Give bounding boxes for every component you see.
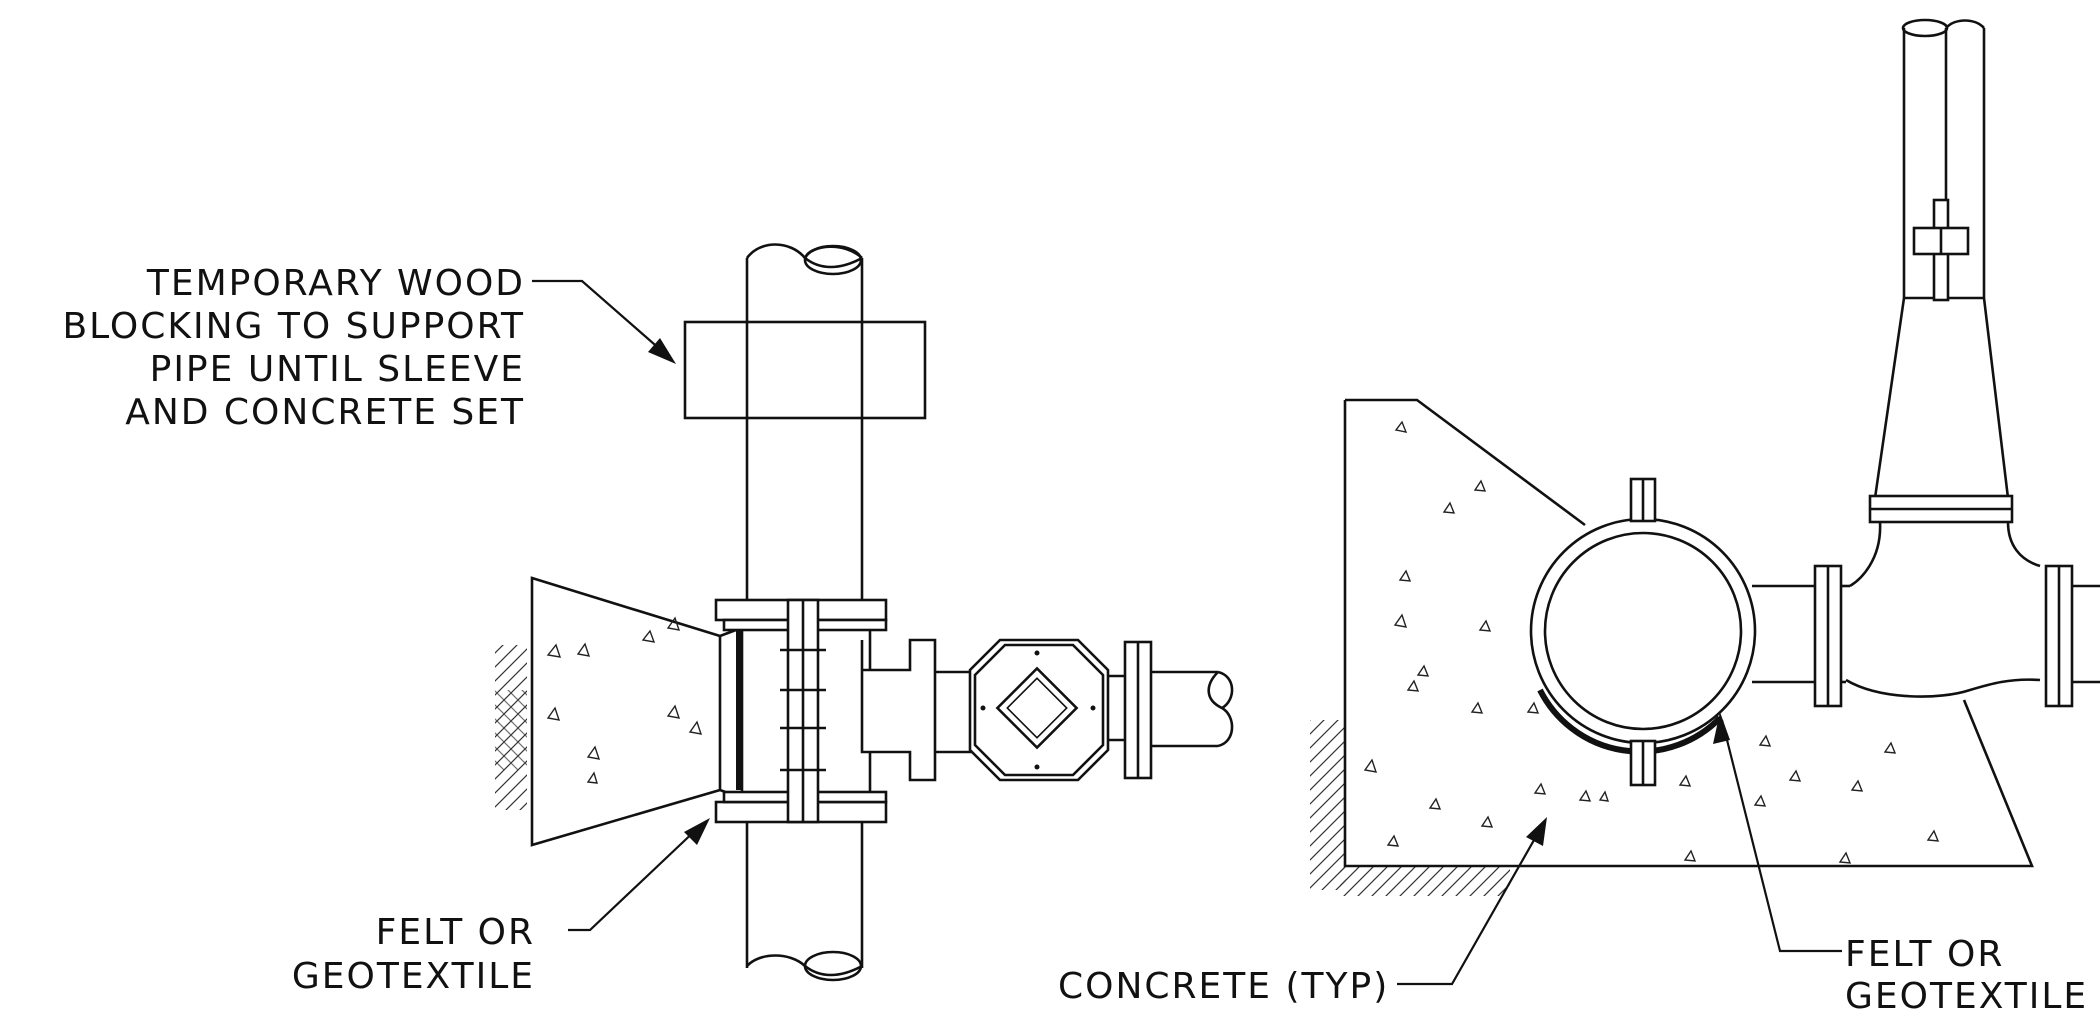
pipe-sleeve-section — [1529, 517, 1757, 745]
label-felt-right-line-1: FELT OR — [1845, 934, 2004, 975]
label-blocking-line-1: TEMPORARY WOOD — [146, 263, 525, 304]
concrete-block-right — [1343, 398, 2034, 868]
leader-lines — [532, 279, 1842, 986]
label-felt-right: FELT OR GEOTEXTILE — [1845, 934, 2088, 1017]
label-felt-left-line-2: GEOTEXTILE — [292, 956, 535, 997]
label-blocking-line-2: BLOCKING TO SUPPORT — [62, 306, 525, 347]
label-felt-right-line-2: GEOTEXTILE — [1845, 976, 2088, 1017]
wood-blocking — [683, 320, 927, 420]
concrete-block-left — [530, 576, 722, 847]
left-plan-view — [495, 243, 1234, 982]
right-elevation-view — [1310, 18, 2100, 896]
label-blocking: TEMPORARY WOOD BLOCKING TO SUPPORT PIPE … — [62, 263, 525, 433]
label-felt-left-line-1: FELT OR — [376, 912, 535, 953]
label-blocking-line-4: AND CONCRETE SET — [125, 392, 525, 433]
label-felt-left: FELT OR GEOTEXTILE — [292, 912, 535, 997]
soil-hatch-right — [1310, 720, 1346, 890]
label-blocking-line-3: PIPE UNTIL SLEEVE — [150, 349, 525, 390]
label-concrete: CONCRETE (TYP) — [1058, 966, 1389, 1007]
